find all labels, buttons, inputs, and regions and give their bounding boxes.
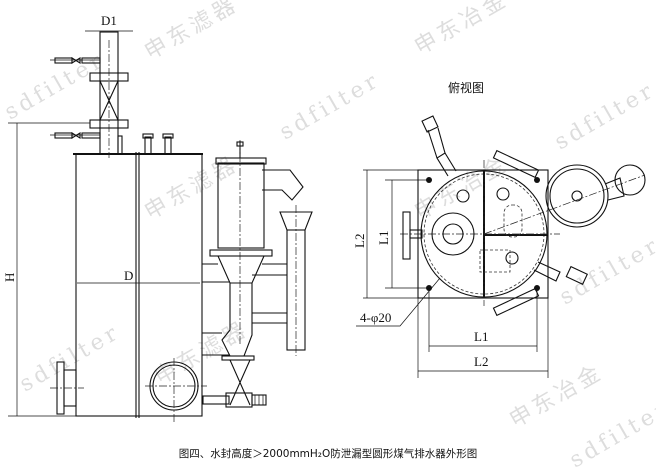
watermark-cn: 申东冶金 <box>411 152 514 226</box>
dimension-l1-vertical-label: L1 <box>376 231 391 245</box>
filter-housing <box>217 162 265 249</box>
watermark-en: sdfilter <box>276 68 385 146</box>
test-valve <box>50 57 101 139</box>
bolt-holes-label: 4-φ20 <box>360 310 391 325</box>
valve-icon <box>99 80 119 121</box>
watermark-en: sdfilter <box>16 320 125 398</box>
watermark-cn: 申东冶金 <box>506 360 609 434</box>
flange <box>89 72 129 82</box>
dimension-h-label: H <box>2 273 17 282</box>
figure-caption: 图四、水封高度＞2000mmH₂O防泄漏型圆形煤气排水器外形图 <box>178 448 478 460</box>
dimension-l2-horizontal-label: L2 <box>474 354 488 369</box>
dimension-d-label: D <box>124 268 133 283</box>
dimension-l2-vertical-label: L2 <box>352 234 367 248</box>
plan-view: 俯视图 L2 <box>352 80 646 378</box>
inlet-ring <box>431 212 475 256</box>
watermark-en: sdfilter <box>551 78 656 156</box>
watermark-cn: 申东冶金 <box>411 0 514 60</box>
plan-view-title: 俯视图 <box>448 80 484 95</box>
flange <box>89 119 129 129</box>
filter-housing-top <box>545 164 609 228</box>
bolt-hole <box>534 177 540 183</box>
dimension-d1-label: D1 <box>101 13 117 28</box>
elevation-view: D1 H D <box>2 13 313 422</box>
watermark-cn: 申东滤器 <box>141 0 244 65</box>
dimension-l1-horizontal-label: L1 <box>474 329 488 344</box>
watermark-en: sdfilter <box>556 233 656 311</box>
